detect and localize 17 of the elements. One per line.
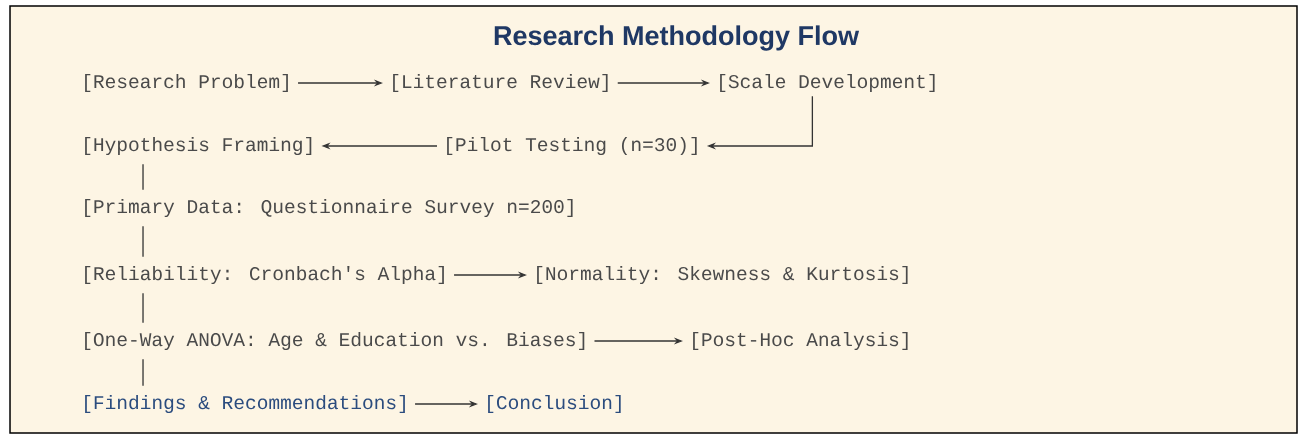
flow-step: [Literature Review]: [393, 73, 608, 93]
flow-step: [Reliability: Cronbach's Alpha]: [85, 265, 444, 285]
flow-step: [Findings & Recommendations]: [85, 394, 405, 414]
flow-step: [Post-Hoc Analysis]: [693, 331, 908, 351]
flow-step: [Research Problem]: [85, 73, 288, 93]
flow-step: [Pilot Testing (n=30)]: [447, 136, 697, 156]
connector-line: [142, 292, 144, 324]
flow-step: [One-Way ANOVA: Age & Education vs. Biases]: [85, 331, 585, 351]
connector-line: [142, 358, 144, 387]
flow-step: [Conclusion]: [488, 394, 621, 414]
flow-step: [Scale Development]: [720, 73, 935, 93]
flow-step: [Hypothesis Framing]: [85, 136, 312, 156]
flow-step: [Normality: Skewness & Kurtosis]: [537, 265, 908, 285]
connector-line: [142, 163, 144, 191]
title: Research Methodology Flow: [494, 25, 860, 51]
connector-line: [142, 225, 144, 258]
flow-step: [Primary Data: Questionnaire Survey n=200]: [85, 198, 573, 218]
